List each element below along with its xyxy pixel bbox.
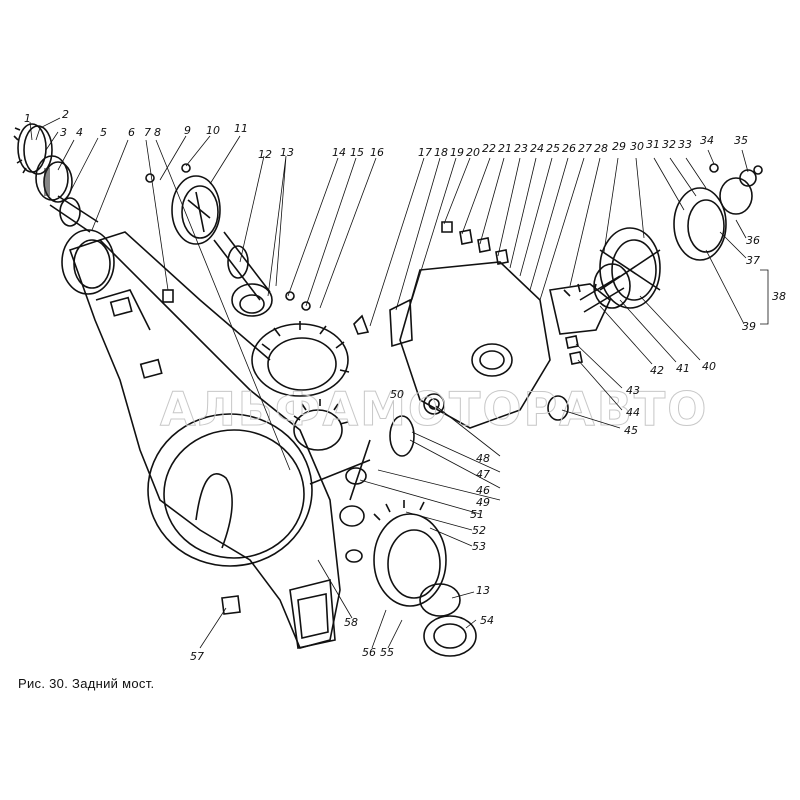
part-label-47: 47 bbox=[476, 468, 490, 481]
part-label-38: 38 bbox=[772, 290, 786, 303]
part-label-36: 36 bbox=[746, 234, 760, 247]
part-label-45: 45 bbox=[624, 424, 638, 437]
part-label-29: 29 bbox=[612, 140, 626, 153]
left-hub-group bbox=[13, 123, 115, 295]
part-label-51: 51 bbox=[470, 508, 484, 521]
watermark-text: АЛЬФАМОТОРАВТО bbox=[160, 382, 708, 436]
part-label-57: 57 bbox=[190, 650, 204, 663]
part-label-20: 20 bbox=[466, 146, 480, 159]
part-label-54: 54 bbox=[480, 614, 494, 627]
part-label-15: 15 bbox=[350, 146, 364, 159]
part-label-4: 4 bbox=[76, 126, 83, 139]
part-label-26: 26 bbox=[562, 142, 576, 155]
part-label-44: 44 bbox=[626, 406, 640, 419]
part-label-40: 40 bbox=[702, 360, 716, 373]
part-label-37: 37 bbox=[746, 254, 760, 267]
part-label-23: 23 bbox=[514, 142, 528, 155]
part-label-58: 58 bbox=[344, 616, 358, 629]
part-label-1: 1 bbox=[24, 112, 31, 125]
part-label-19: 19 bbox=[450, 146, 464, 159]
part-label-28: 28 bbox=[594, 142, 608, 155]
part-label-16: 16 bbox=[370, 146, 384, 159]
part-label-30: 30 bbox=[630, 140, 644, 153]
part-label-14: 14 bbox=[332, 146, 346, 159]
part-label-9: 9 bbox=[184, 124, 191, 137]
axle-housing bbox=[68, 231, 341, 649]
part-label-13: 13 bbox=[280, 146, 294, 159]
part-label-3: 3 bbox=[60, 126, 67, 139]
differential-gears bbox=[293, 393, 477, 657]
part-label-7: 7 bbox=[144, 126, 151, 139]
part-label-50: 50 bbox=[390, 388, 404, 401]
part-label-33: 33 bbox=[678, 138, 692, 151]
part-label-12: 12 bbox=[258, 148, 272, 161]
part-label-10: 10 bbox=[206, 124, 220, 137]
part-label-49: 49 bbox=[476, 496, 490, 509]
part-label-18: 18 bbox=[434, 146, 448, 159]
part-label-53: 53 bbox=[472, 540, 486, 553]
part-label-55: 55 bbox=[380, 646, 394, 659]
part-label-39: 39 bbox=[742, 320, 756, 333]
part-label-25: 25 bbox=[546, 142, 560, 155]
part-label-13-lower: 13 bbox=[476, 584, 490, 597]
part-label-27: 27 bbox=[578, 142, 592, 155]
part-label-46: 46 bbox=[476, 484, 490, 497]
part-label-34: 34 bbox=[700, 134, 714, 147]
part-label-5: 5 bbox=[100, 126, 107, 139]
differential-carrier bbox=[353, 221, 611, 429]
part-label-24: 24 bbox=[530, 142, 544, 155]
part-label-8: 8 bbox=[154, 126, 161, 139]
figure-caption: Рис. 30. Задний мост. bbox=[18, 676, 155, 691]
part-label-41: 41 bbox=[676, 362, 690, 375]
right-hub-group bbox=[547, 163, 763, 421]
part-labels: 1 2 3 4 5 6 7 8 9 10 11 12 13 14 15 16 1… bbox=[24, 108, 786, 663]
part-label-6: 6 bbox=[128, 126, 135, 139]
part-label-22: 22 bbox=[482, 142, 496, 155]
part-label-42: 42 bbox=[650, 364, 664, 377]
part-label-11: 11 bbox=[234, 122, 248, 135]
part-label-31: 31 bbox=[646, 138, 660, 151]
leader-lines bbox=[29, 117, 769, 649]
part-label-48: 48 bbox=[476, 452, 490, 465]
part-label-56: 56 bbox=[362, 646, 376, 659]
part-label-17: 17 bbox=[418, 146, 432, 159]
part-label-52: 52 bbox=[472, 524, 486, 537]
part-label-21: 21 bbox=[498, 142, 512, 155]
part-label-43: 43 bbox=[626, 384, 640, 397]
pinion-assembly bbox=[145, 163, 350, 397]
part-label-35: 35 bbox=[734, 134, 748, 147]
part-label-32: 32 bbox=[662, 138, 676, 151]
part-label-2: 2 bbox=[62, 108, 69, 121]
